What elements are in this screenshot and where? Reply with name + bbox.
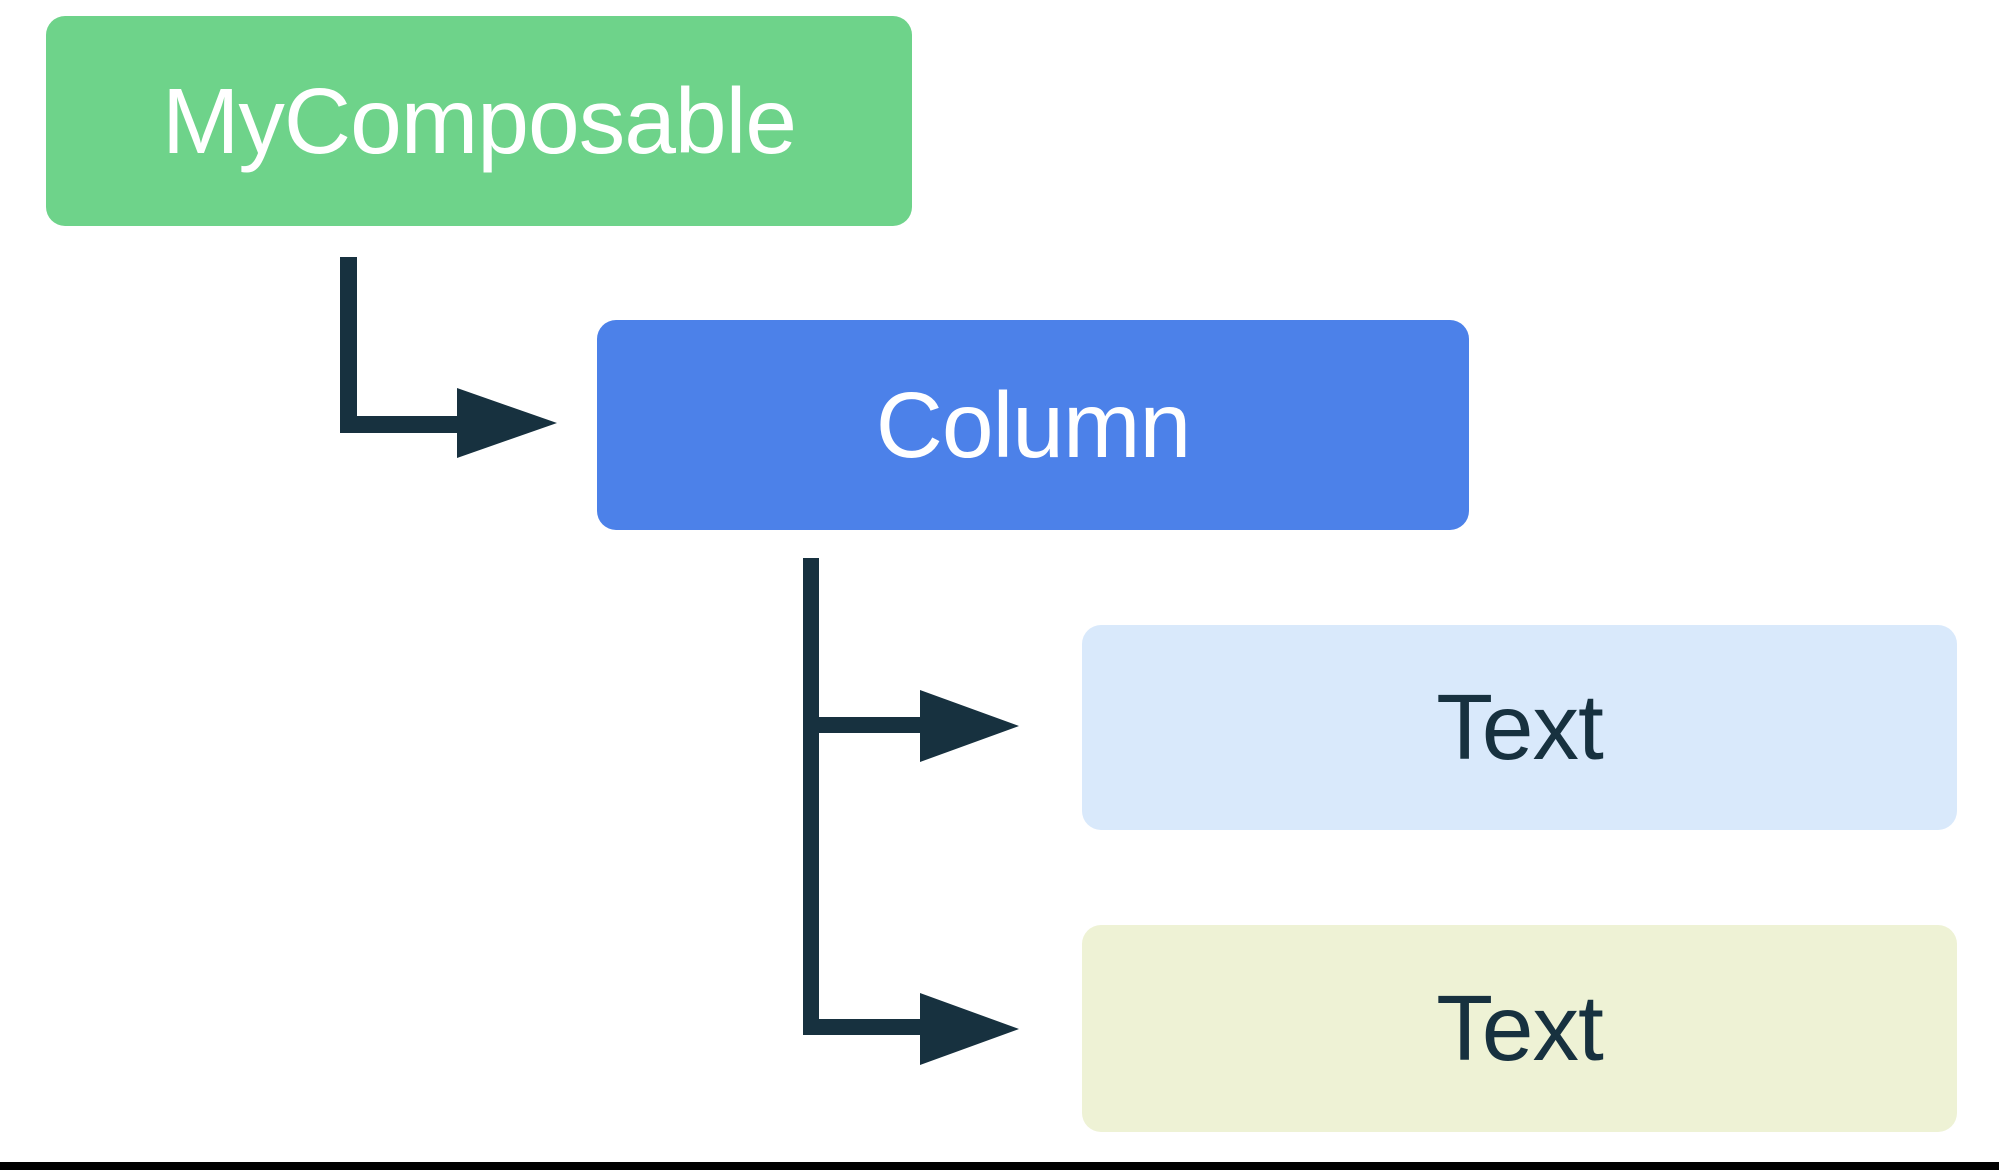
node-mycomposable: MyComposable bbox=[46, 16, 912, 226]
node-text-second: Text bbox=[1082, 925, 1957, 1132]
arrowhead-right-icon bbox=[920, 993, 1019, 1065]
node-column-label: Column bbox=[875, 372, 1191, 477]
connector-mycomposable-column-horizontal-line bbox=[340, 416, 457, 433]
node-text-first-label: Text bbox=[1436, 675, 1604, 779]
connector-column-children-vertical-line bbox=[803, 558, 819, 1035]
connector-column-text1-horizontal-line bbox=[803, 717, 920, 733]
connector-column-text2-horizontal-line bbox=[803, 1019, 920, 1035]
node-text-second-label: Text bbox=[1436, 976, 1604, 1080]
bottom-border-divider bbox=[0, 1162, 1999, 1170]
node-mycomposable-label: MyComposable bbox=[161, 68, 797, 173]
arrowhead-right-icon bbox=[920, 690, 1019, 762]
arrowhead-right-icon bbox=[457, 388, 557, 458]
connector-mycomposable-column-vertical-line bbox=[340, 257, 357, 433]
node-text-first: Text bbox=[1082, 625, 1957, 830]
node-column: Column bbox=[597, 320, 1469, 530]
